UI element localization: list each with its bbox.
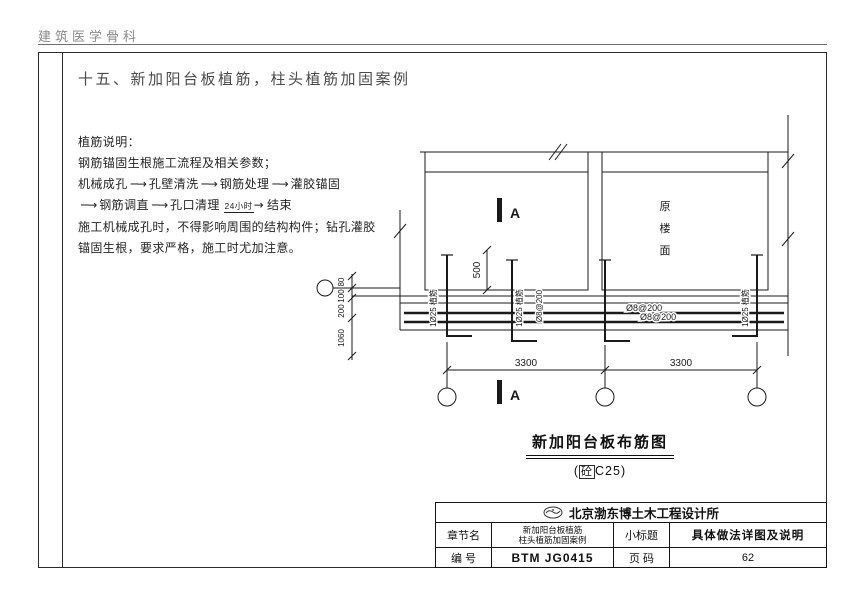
flow-arrow-icon: ─→	[151, 198, 168, 212]
dim-label-80: 80	[337, 277, 346, 286]
subtitle-label-cell: 小标题	[614, 523, 670, 548]
page-value-cell: 62	[741, 551, 755, 564]
flow-step: 机械成孔	[78, 177, 128, 191]
drawing-labels: 原 楼 面 Ø8@200 Ø8@200 1Ø25 植筋 1Ø25 植筋 Ø8@2…	[337, 201, 751, 369]
grid-bubble	[437, 387, 457, 407]
break-mark-icon	[393, 223, 407, 239]
break-mark-icon	[781, 153, 795, 169]
dimension-lines	[316, 245, 767, 407]
section-label-top: A	[510, 205, 520, 221]
flow-step: 钢筋调直	[99, 198, 149, 212]
floor-label-char: 面	[660, 245, 671, 257]
flow-arrow-icon: ─→	[81, 198, 97, 212]
flow-step: 孔壁清洗	[148, 177, 199, 191]
header-rule	[38, 44, 827, 45]
balcony-rebar-detail-drawing: A A 原 楼 面 Ø8@200 Ø8@200 1Ø25 植筋 1Ø25 植筋 …	[300, 110, 800, 430]
flow-step: 灌胶锚固	[290, 177, 341, 191]
rebar-label-d8-bottom: Ø8@200	[640, 312, 676, 322]
flow-step: 结束	[267, 198, 292, 212]
flow-row-2: ─→钢筋调直─→孔口清理 24小时→结束	[78, 195, 408, 217]
title-block-grid: 章节名 新加阳台板植筋 柱头植筋加固案例 小标题 具体做法详图及说明 编 号 B…	[436, 523, 826, 567]
company-logo-icon	[543, 506, 563, 519]
floor-label-char: 原	[660, 201, 671, 213]
rebar-label-1d25: 1Ø25 植筋	[428, 289, 438, 327]
detail-drawing-svg: A A 原 楼 面 Ø8@200 Ø8@200 1Ø25 植筋 1Ø25 植筋 …	[316, 115, 795, 407]
rebar-label-d8-vertical: Ø8@200	[535, 289, 544, 322]
title-block: 北京渤东博土木工程设计所 章节名 新加阳台板植筋 柱头植筋加固案例 小标题 具体…	[435, 502, 827, 568]
running-header: 建筑医学骨科	[38, 29, 141, 44]
page-label-cell: 页 码	[614, 548, 670, 567]
flow-timer-label: 24小时	[223, 201, 254, 213]
dim-label-100: 100	[337, 289, 346, 303]
section-label-bottom: A	[510, 387, 520, 403]
flow-row-1: 机械成孔─→孔壁清洗─→钢筋处理─→灌胶锚固	[78, 174, 408, 195]
flow-arrow-icon: ─→	[130, 177, 147, 191]
floor-label-char: 楼	[660, 221, 671, 235]
concrete-grade-box: 砼	[579, 465, 596, 479]
slab-lines	[399, 295, 788, 331]
structure-lines	[393, 115, 795, 356]
chapter-value-cell: 新加阳台板植筋 柱头植筋加固案例	[492, 523, 614, 548]
break-mark-icon	[548, 143, 562, 161]
number-label-cell: 编 号	[436, 548, 492, 567]
chapter-value-line1: 新加阳台板植筋	[522, 525, 583, 535]
notes-title: 植筋说明：	[78, 135, 141, 149]
section-cut-bar-icon	[497, 380, 502, 404]
flow-arrow-icon: ─→	[201, 177, 218, 191]
break-mark-icon	[554, 143, 568, 161]
flow-arrow-icon: ─→	[272, 177, 288, 191]
notes-body-2: 锚固生根，要求严格，施工时尤加注意。	[78, 241, 302, 255]
flow-step: 钢筋处理	[219, 177, 270, 191]
title-block-company-row: 北京渤东博土木工程设计所	[436, 503, 826, 523]
frame-binding-margin-line	[62, 52, 63, 568]
break-mark-icon	[781, 231, 795, 247]
caption-sub-rest: C25)	[595, 464, 627, 478]
notes-intro: 钢筋锚固生根施工流程及相关参数；	[78, 156, 277, 170]
caption-sub-open: (	[573, 464, 580, 478]
dim-label-1060: 1060	[337, 329, 346, 347]
subtitle-value-cell: 具体做法详图及说明	[670, 523, 826, 548]
flow-step: 孔口清理	[170, 198, 220, 212]
rebar-notes: 植筋说明： 钢筋锚固生根施工流程及相关参数； 机械成孔─→孔壁清洗─→钢筋处理─…	[78, 132, 408, 259]
rebar-bars	[441, 254, 763, 342]
dim-label-200: 200	[337, 304, 346, 318]
rebar-label-1d25: 1Ø25 植筋	[740, 289, 750, 327]
dim-label-3300-right: 3300	[670, 358, 693, 369]
grid-bubble	[316, 279, 334, 297]
company-name: 北京渤东博土木工程设计所	[568, 507, 719, 521]
grid-bubble	[595, 387, 615, 407]
chapter-label-cell: 章节名	[436, 523, 492, 548]
dim-label-3300-left: 3300	[515, 358, 538, 369]
section-markers: A A	[497, 198, 520, 404]
rebar-label-d8-top: Ø8@200	[626, 303, 662, 313]
dim-label-500: 500	[472, 261, 483, 278]
flow-arrow-icon: →	[253, 198, 265, 212]
notes-body-1: 施工机械成孔时，不得影响周围的结构构件；钻孔灌胶	[78, 220, 376, 234]
drawing-caption-title: 新加阳台板布筋图	[525, 431, 674, 459]
page-title: 十五、新加阳台板植筋，柱头植筋加固案例	[78, 71, 411, 88]
grid-bubble	[747, 387, 767, 407]
section-cut-bar-icon	[497, 198, 502, 222]
rebar-label-1d25: 1Ø25 植筋	[514, 289, 524, 327]
chapter-value-line2: 柱头植筋加固案例	[518, 535, 587, 545]
drawing-frame-border	[38, 52, 827, 568]
number-value-cell: BTM JG0415	[492, 548, 614, 567]
